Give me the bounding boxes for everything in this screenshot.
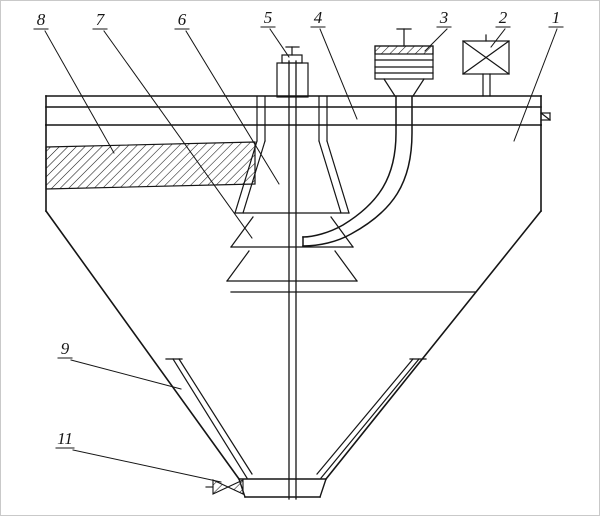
callout-label-9: 9 xyxy=(61,339,70,358)
agitator-shaft xyxy=(288,60,297,500)
leader-line-8 xyxy=(44,30,115,154)
leader-line-6 xyxy=(185,30,280,185)
motor-unit xyxy=(374,28,434,97)
valve-box-unit xyxy=(462,34,510,97)
hatched-launder xyxy=(45,141,256,190)
underflow-outlet xyxy=(238,478,327,498)
callout-2: 2 xyxy=(490,8,511,48)
callout-label-7: 7 xyxy=(96,10,106,29)
callouts: 8 7 6 5 4 3 2 xyxy=(33,8,564,483)
callout-4: 4 xyxy=(310,8,358,120)
callout-6: 6 xyxy=(174,10,280,185)
callout-label-11: 11 xyxy=(57,429,73,448)
callout-9: 9 xyxy=(57,339,182,390)
leader-line-7 xyxy=(103,30,253,239)
shaft-drive xyxy=(276,46,309,98)
leader-line-4 xyxy=(319,28,358,120)
callout-3: 3 xyxy=(424,8,452,52)
feed-pipe xyxy=(302,96,413,247)
leader-line-11 xyxy=(72,449,222,483)
callout-label-1: 1 xyxy=(552,8,561,27)
callout-label-3: 3 xyxy=(439,8,449,27)
callout-7: 7 xyxy=(92,10,253,239)
rim-nozzle xyxy=(540,112,551,121)
underflow-valve xyxy=(205,479,244,495)
leader-line-9 xyxy=(70,359,182,390)
leader-line-3 xyxy=(424,28,448,52)
leader-line-1 xyxy=(513,28,558,142)
inner-cone-lining xyxy=(165,358,427,479)
callout-label-4: 4 xyxy=(314,8,323,27)
deflector-cones xyxy=(226,216,358,282)
callout-label-2: 2 xyxy=(499,8,508,27)
leader-line-2 xyxy=(490,28,506,48)
feedwell xyxy=(234,96,350,214)
callout-1: 1 xyxy=(513,8,564,142)
callout-label-8: 8 xyxy=(37,10,46,29)
callout-8: 8 xyxy=(33,10,115,154)
callout-11: 11 xyxy=(55,429,222,483)
leader-line-5 xyxy=(269,28,290,58)
callout-5: 5 xyxy=(260,8,290,58)
callout-label-6: 6 xyxy=(178,10,187,29)
callout-label-5: 5 xyxy=(264,8,273,27)
